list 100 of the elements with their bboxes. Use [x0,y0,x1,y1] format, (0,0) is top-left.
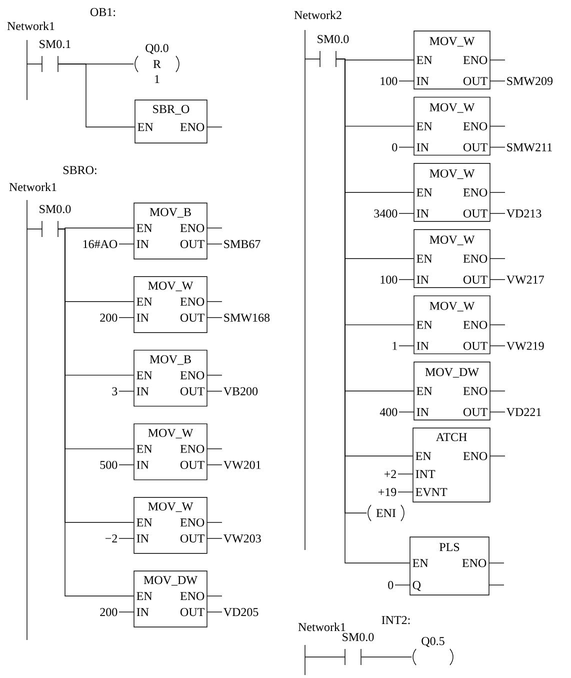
network-label: Network2 [294,10,342,20]
pin-label: OUT [463,143,488,152]
block-name: MOV_W [148,282,194,292]
coil-label: Q0.5 [422,637,444,647]
pin-label: EN [416,122,432,130]
function-block [134,100,222,144]
pin-label: ENO [463,387,488,396]
pin-label: IN [136,608,149,616]
pin-label: ENO [463,122,488,130]
network-label: Network1 [9,182,56,192]
pin-label: OUT [463,209,488,218]
block-name: MOV_W [430,236,475,246]
block-name: MOV_DW [425,368,479,378]
pin-label: EN [416,254,432,263]
pin-label: ENO [462,559,486,568]
contact-label: SM0.0 [40,205,71,214]
pin-label: EN [136,224,152,232]
operand-label: SMB67 [224,240,260,248]
pin-label: INT [416,470,436,478]
operand-label: VW203 [224,534,261,543]
pin-label: Q [412,581,421,591]
pin-label: IN [136,240,149,248]
operand-label: 0 [392,143,398,152]
pin-label: OUT [463,342,488,350]
pin-label: ENO [463,320,488,329]
pin-label: ENO [180,123,204,132]
pin-label: EN [136,592,152,600]
operand-label: SMW209 [507,77,553,86]
operand-label: 1 [392,342,397,350]
rung-line [58,64,135,128]
pin-label: EN [136,298,152,306]
operand-label: 100 [380,77,398,86]
operand-label: +19 [378,488,396,496]
pin-label: EN [412,559,428,567]
pin-label: ENO [180,518,204,527]
network-label: OB1: [90,8,116,16]
coil-label: Q0.0 [146,44,168,54]
block-name: PLS [440,543,460,552]
block-name: MOV_DW [144,576,198,586]
pin-label: OUT [180,387,204,396]
operand-label: 200 [100,314,118,322]
operand-label: VD213 [506,209,542,218]
operand-label: VD205 [224,608,258,616]
pin-label: EN [416,387,432,395]
operand-label: 16#AO [83,240,118,248]
pin-label: ENO [463,56,488,64]
pin-label: IN [416,276,429,284]
rung-line [58,228,134,596]
pin-label: OUT [180,534,204,543]
contact-label: SM0.1 [40,40,70,48]
contact-label: SM0.0 [318,35,349,44]
pin-label: IN [136,460,149,469]
operand-label: VW201 [224,460,261,469]
pin-label: ENO [180,224,204,232]
operand-label: 100 [380,276,398,284]
pin-label: OUT [180,608,204,616]
block-name: MOV_W [430,169,475,179]
pin-label: ENO [180,444,204,453]
operand-label: VD221 [506,408,541,416]
coil-label: ENI [376,509,396,517]
coil-label: 1 [155,75,160,83]
network-label: Network1 [298,622,346,632]
operand-label: 200 [100,608,118,616]
pin-label: OUT [180,460,204,469]
contact-label: SM0.0 [342,633,374,642]
block-name: MOV_W [148,428,194,438]
pin-label: EN [136,371,152,380]
pin-label: IN [136,387,149,396]
pin-label: OUT [463,77,488,86]
operand-label: SMW211 [507,143,552,152]
pin-label: EN [416,188,432,196]
pin-label: ENO [180,298,204,306]
network-label: INT2: [382,616,410,624]
pin-label: ENO [463,188,488,197]
pin-label: OUT [463,408,488,416]
pin-label: IN [136,534,149,542]
operand-label: 3400 [374,209,398,218]
network-label: SBRO: [63,166,96,174]
block-name: ATCH [436,433,467,442]
pin-label: OUT [180,240,204,248]
pin-label: EN [416,452,432,460]
operand-label: 3 [112,387,118,396]
coil-label: R [153,60,161,68]
pin-label: EVNT [416,488,448,496]
operand-label: SMW168 [224,314,270,322]
pin-label: ENO [180,371,204,380]
pin-label: EN [138,123,154,131]
operand-label: VW219 [506,342,544,350]
pin-label: ENO [463,254,488,263]
block-name: SBR_O [153,105,190,115]
block-name: MOV_W [430,302,475,312]
operand-label: VW217 [506,276,544,284]
network-label: Network1 [7,22,54,30]
operand-label: +2 [384,470,396,478]
pin-label: ENO [463,452,488,460]
operand-label: 0 [388,581,394,590]
pin-label: IN [416,408,429,416]
pin-label: EN [136,444,152,453]
block-name: MOV_W [430,103,475,113]
rung-line [336,58,410,564]
